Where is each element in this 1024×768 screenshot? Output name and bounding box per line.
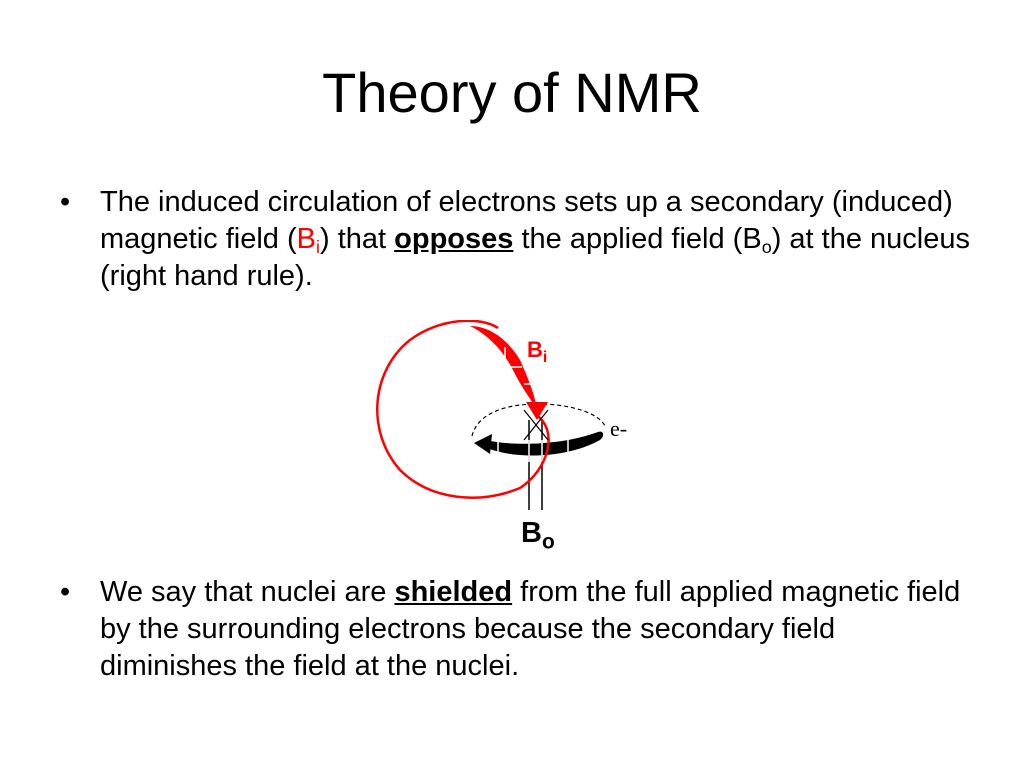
bullet-text-part: The induced circulation of electrons set… xyxy=(100,186,953,255)
bi-label-main: B xyxy=(527,337,543,362)
emphasis-opposes: opposes xyxy=(394,223,514,255)
bi-subscript: i xyxy=(316,237,320,258)
bullet-text-part: We say that nuclei are xyxy=(100,576,395,608)
bullet-text-part: ) at the nucleus (right hand rule). xyxy=(100,223,970,292)
bo-label-subscript: o xyxy=(541,530,555,554)
nucleus-cross xyxy=(523,409,549,441)
bullet-text-part: the applied field (B xyxy=(513,223,762,255)
electron-label: e- xyxy=(610,416,628,441)
bullet-text-part: from the full applied magnetic field by … xyxy=(100,576,961,682)
emphasis-shielded: shielded xyxy=(394,576,513,608)
bi-symbol: Bi xyxy=(296,223,320,258)
bi-label: Bi xyxy=(527,337,548,366)
bullet-shielding: • We say that nuclei are shielded from t… xyxy=(60,574,970,685)
bullet-text: The induced circulation of electrons set… xyxy=(100,184,970,295)
bo-label: Bo xyxy=(521,517,555,554)
bi-field-arrow-head xyxy=(526,402,548,420)
bi-main: B xyxy=(296,223,316,255)
electron-arrow-head xyxy=(474,434,492,454)
bullet-induced-field: • The induced circulation of electrons s… xyxy=(60,184,970,295)
slide-title: Theory of NMR xyxy=(322,61,702,124)
bi-field-arrow-body xyxy=(470,326,537,410)
bi-field-loop xyxy=(376,320,550,499)
bi-label-subscript: i xyxy=(542,348,548,366)
shielding-diagram xyxy=(376,320,607,510)
bo-label-main: B xyxy=(521,517,542,549)
bullet-marker: • xyxy=(60,576,71,608)
bullet-marker: • xyxy=(60,186,71,218)
bullet-text: We say that nuclei are shielded from the… xyxy=(100,574,970,685)
bullet-text-part: ) that xyxy=(320,223,395,255)
bo-subscript: o xyxy=(761,237,772,258)
